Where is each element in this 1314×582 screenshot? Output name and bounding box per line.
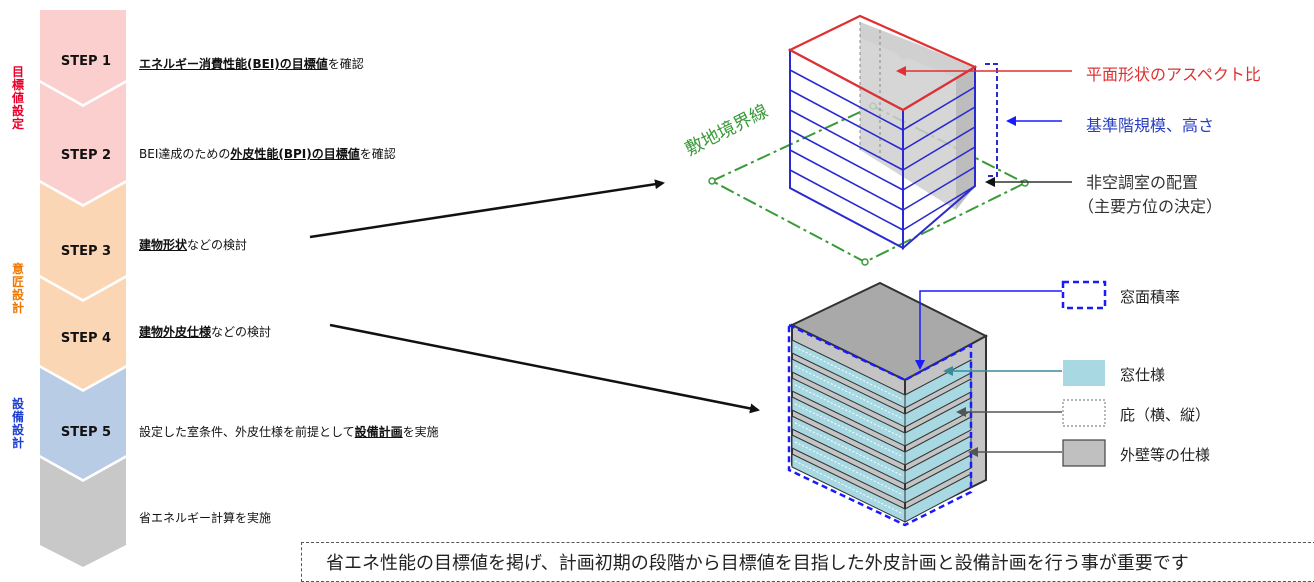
step-5-desc-pre: 設定した室条件、外皮仕様を前提として [139, 425, 355, 439]
note-box: 省エネ性能の目標値を掲げ、計画初期の段階から目標値を目指した外皮計画と設備計画を… [301, 542, 1314, 582]
chevron-step-4 [40, 278, 126, 389]
eave-line [794, 403, 904, 458]
step-5-description: 設定した室条件、外皮仕様を前提として設備計画を実施 [139, 423, 439, 440]
eave-line [794, 346, 904, 401]
step-1-description: エネルギー消費性能(BEI)の目標値を確認 [139, 55, 364, 72]
eave-line [794, 365, 904, 420]
legend-wall-swatch [1062, 439, 1106, 467]
step4-arrow [329, 323, 760, 414]
legend-window-ratio-label: 窓面積率 [1120, 288, 1181, 306]
step-5-desc-bold: 設備計画 [354, 425, 403, 439]
phase-label-design: 意匠設計 [11, 262, 24, 315]
eave-line [794, 384, 904, 439]
building-diagrams [309, 14, 1107, 527]
chevron-step-1 [40, 10, 126, 104]
window-band-right [904, 397, 972, 447]
step-2-description: BEI達成のための外皮性能(BPI)の目標値を確認 [139, 145, 396, 162]
step-5-desc-post: を実施 [402, 425, 439, 439]
step-3-desc-bold: 建物形状 [139, 238, 188, 252]
aspect-ratio-label: 平面形状のアスペクト比 [1086, 65, 1261, 84]
window-ratio-arrow [915, 290, 1062, 370]
step-1-label: STEP 1 [60, 54, 112, 69]
step-1-desc-bold: エネルギー消費性能(BEI)の目標値 [139, 57, 328, 71]
window-band-right [904, 454, 972, 504]
eave-line [794, 460, 904, 515]
legend-eave-swatch [1062, 399, 1106, 427]
floor-scale-label: 基準階規模、高さ [1086, 116, 1215, 135]
step-2-desc-post: を確認 [359, 147, 396, 161]
chevron-step-6 [40, 458, 126, 567]
legend-window-ratio-swatch [1061, 280, 1107, 310]
step-6-description: 省エネルギー計算を実施 [139, 509, 271, 526]
phase-label-target: 目標値設定 [11, 65, 24, 131]
chevron-step-2 [40, 83, 126, 204]
step-4-desc-bold: 建物外皮仕様 [139, 325, 212, 339]
non-ac-room-label: 非空調室の配置 [1086, 173, 1199, 192]
step-4-description: 建物外皮仕様などの検討 [139, 323, 271, 340]
eave-line [794, 422, 904, 477]
step-5-label: STEP 5 [60, 425, 112, 440]
legend-wall-label: 外壁等の仕様 [1120, 446, 1211, 464]
step-2-desc-bold: 外皮性能(BPI)の目標値 [230, 147, 360, 161]
legend-window-spec-label: 窓仕様 [1120, 366, 1166, 384]
legend-eave-label: 庇（横、縦） [1120, 406, 1211, 424]
step-4-label: STEP 4 [60, 331, 112, 346]
orientation-label: （主要方位の決定） [1078, 197, 1223, 216]
step-chevron-column [40, 10, 126, 567]
chevron-step-3 [40, 183, 126, 299]
step-3-label: STEP 3 [60, 244, 112, 259]
top-building [787, 14, 998, 251]
eave-line [794, 441, 904, 496]
step-2-desc-pre: BEI達成のための [139, 147, 231, 161]
bottom-building [787, 281, 989, 527]
chevron-step-5 [40, 368, 126, 479]
note-text: 省エネ性能の目標値を掲げ、計画初期の段階から目標値を目指した外皮計画と設備計画を… [326, 553, 1189, 574]
step-1-desc-post: を確認 [327, 57, 364, 71]
site-boundary [709, 104, 1028, 264]
legend-window-spec-swatch [1063, 360, 1105, 386]
phase-label-equipment: 設備設計 [11, 397, 24, 450]
step3-arrow [309, 179, 665, 239]
step-3-description: 建物形状などの検討 [139, 236, 247, 253]
step-2-label: STEP 2 [60, 148, 112, 163]
window-band-right [904, 416, 972, 466]
step-3-desc-post: などの検討 [187, 238, 248, 252]
step-6-desc-pre: 省エネルギー計算を実施 [139, 511, 272, 525]
step-4-desc-post: などの検討 [211, 325, 272, 339]
